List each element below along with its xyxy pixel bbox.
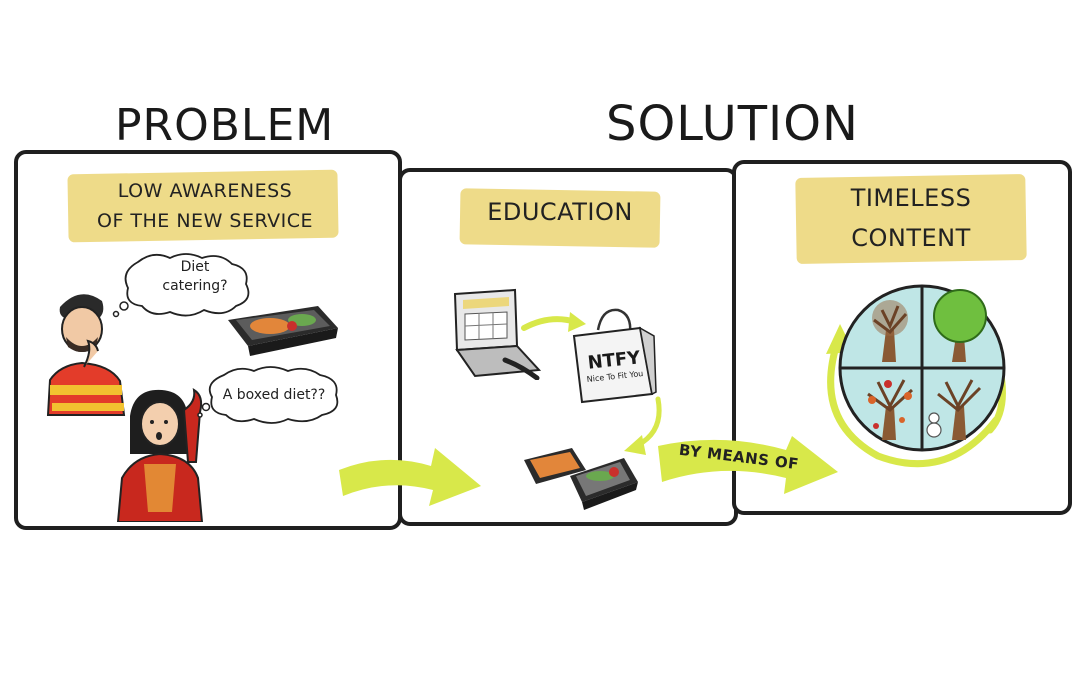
meal-box-icon [228, 306, 338, 356]
timeless-title-line2: CONTENT [851, 224, 971, 252]
tree-icon [926, 379, 982, 440]
tree-icon [867, 379, 914, 440]
tree-icon [933, 289, 987, 362]
timeless-title-line1: TIMELESS [850, 184, 972, 212]
timeless-title: TIMELESS CONTENT [796, 178, 1026, 258]
cycle-arrow-icon [827, 336, 1000, 468]
laptop-icon [453, 288, 542, 380]
man-thought-line1: Diet [180, 259, 210, 275]
shopping-bag-icon [572, 308, 657, 404]
education-title: EDUCATION [487, 198, 633, 226]
problem-to-solution-arrow [339, 448, 481, 506]
thought-bubble-icon [197, 366, 339, 424]
meal-box-icon [524, 448, 638, 510]
man-illustration [46, 294, 126, 416]
problem-title-line1: LOW AWARENESS [117, 180, 293, 202]
problem-title: LOW AWARENESS OF THE NEW SERVICE [60, 176, 350, 236]
tree-icon [872, 300, 908, 362]
man-thought-line2: catering? [162, 277, 228, 294]
solution-heading: SOLUTION [606, 96, 859, 152]
bag-to-boxes-arrow [624, 396, 662, 455]
problem-heading: PROBLEM [115, 100, 335, 151]
by-means-of-arrow [658, 436, 838, 494]
seasons-cycle-diagram [826, 284, 1006, 468]
laptop-to-bag-arrow [521, 312, 586, 332]
man-thought-text: Diet catering? [150, 258, 240, 296]
thought-bubble-icon [112, 253, 250, 318]
woman-illustration [116, 388, 204, 522]
problem-title-line2: OF THE NEW SERVICE [96, 210, 313, 232]
woman-thought-text: A boxed diet?? [222, 387, 326, 403]
